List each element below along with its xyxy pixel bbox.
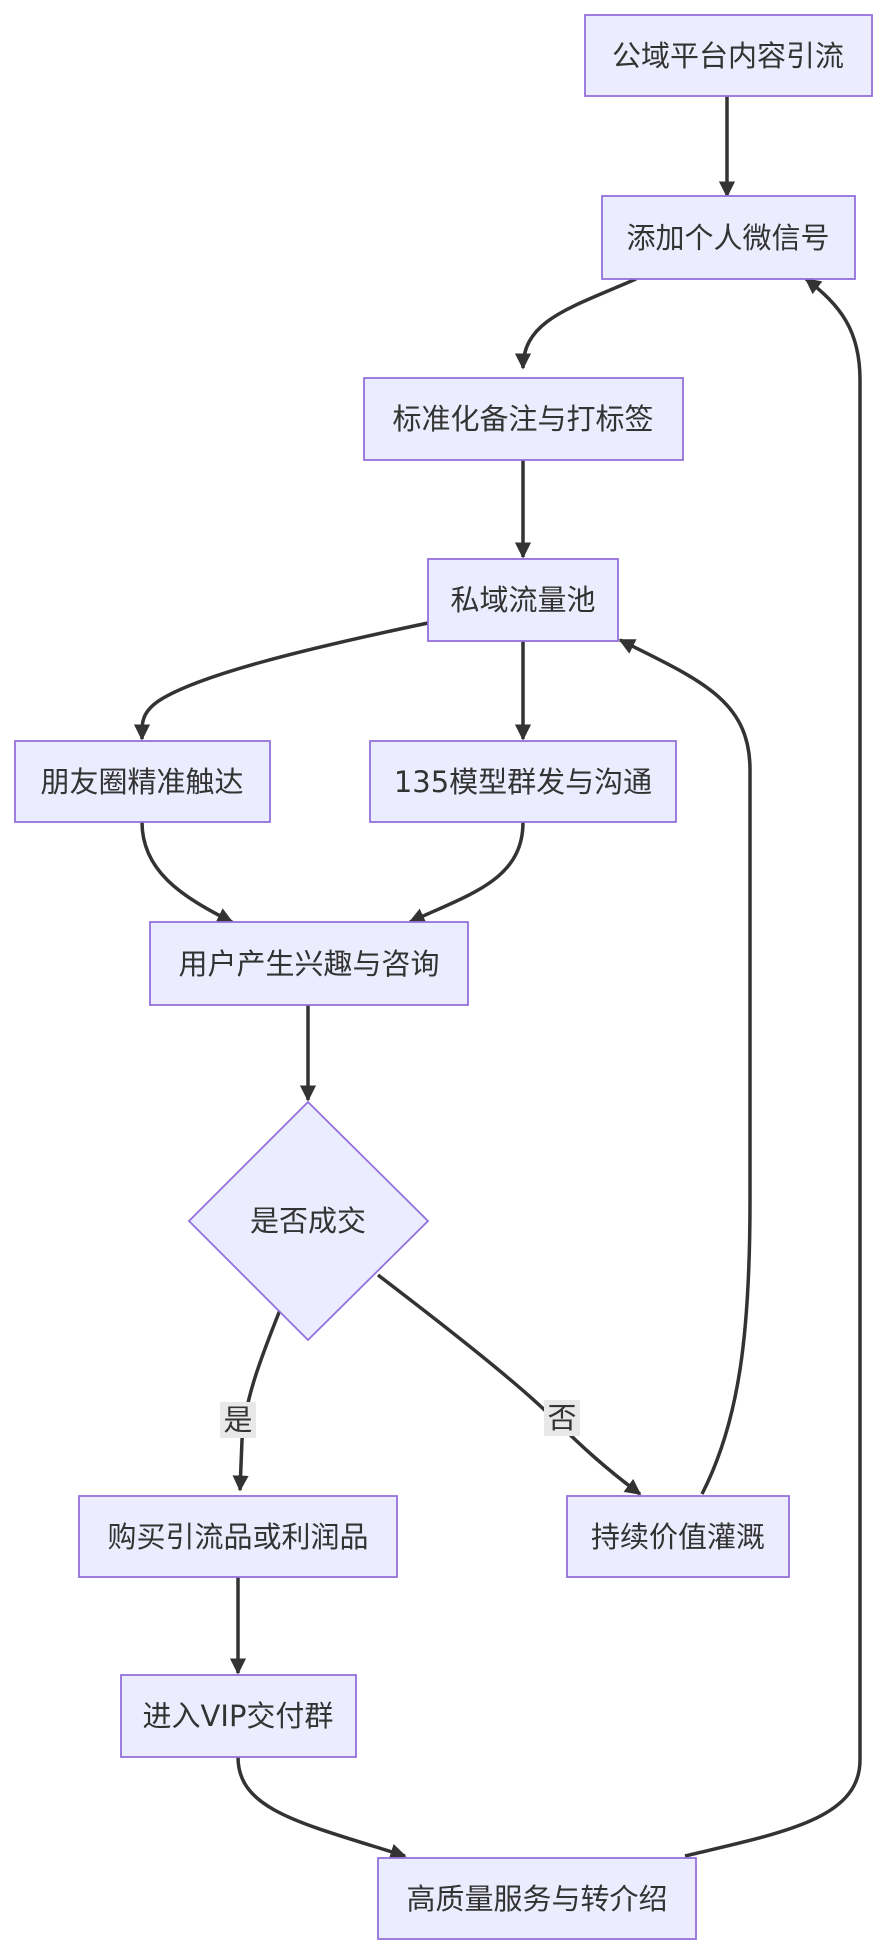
edge-n2-n3 [514,277,637,370]
node-moments-label: 朋友圈精准触达 [40,765,243,799]
node-user-interest-label: 用户产生兴趣与咨询 [178,947,439,981]
edge-n4-n5 [133,621,429,741]
edge-label-no-text: 否 [547,1401,576,1435]
decision-deal-closed[interactable]: 是否成交 [187,1100,430,1342]
edge-n12-n2 [684,277,862,1858]
node-mass-messaging[interactable]: 135模型群发与沟通 [369,740,677,823]
node-user-interest[interactable]: 用户产生兴趣与咨询 [149,921,469,1006]
node-nurture-label: 持续价值灌溉 [591,1520,765,1554]
node-public-traffic-label: 公域平台内容引流 [612,39,844,73]
node-moments[interactable]: 朋友圈精准触达 [14,740,271,823]
node-vip-group[interactable]: 进入VIP交付群 [120,1674,357,1758]
edge-label-yes: 是 [220,1402,256,1438]
edge-n5-n7 [140,821,234,924]
edge-n6-n7 [408,821,525,924]
node-tagging-label: 标准化备注与打标签 [392,402,653,436]
node-service-referral[interactable]: 高质量服务与转介绍 [377,1857,697,1940]
edge-n11-n12 [236,1756,407,1860]
node-mass-messaging-label: 135模型群发与沟通 [394,765,652,799]
node-purchase[interactable]: 购买引流品或利润品 [78,1495,398,1578]
node-vip-group-label: 进入VIP交付群 [143,1699,334,1733]
node-add-wechat-label: 添加个人微信号 [626,221,829,255]
node-private-pool[interactable]: 私域流量池 [427,558,619,642]
edge-n8-n9 [232,1309,282,1492]
edges [133,96,862,1860]
node-add-wechat[interactable]: 添加个人微信号 [601,195,856,280]
node-tagging[interactable]: 标准化备注与打标签 [363,377,684,461]
node-purchase-label: 购买引流品或利润品 [107,1520,368,1554]
edge-n8-n10 [376,1273,642,1496]
node-public-traffic[interactable]: 公域平台内容引流 [584,14,873,97]
edge-n10-n4 [618,638,752,1495]
node-nurture[interactable]: 持续价值灌溉 [566,1495,790,1578]
decision-deal-closed-label: 是否成交 [250,1204,366,1238]
edge-label-yes-text: 是 [223,1403,252,1437]
node-service-referral-label: 高质量服务与转介绍 [406,1882,667,1916]
node-private-pool-label: 私域流量池 [450,583,595,617]
edge-label-no: 否 [544,1400,580,1436]
